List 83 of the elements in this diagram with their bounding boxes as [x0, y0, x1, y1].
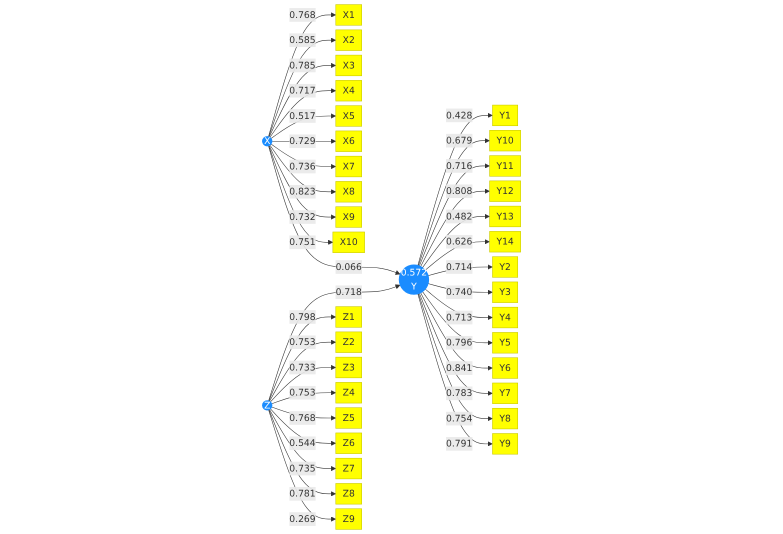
edge-label: 0.713 — [446, 312, 472, 323]
arrow — [418, 138, 490, 266]
edge-label: 0.740 — [446, 286, 472, 298]
edge-label: 0.841 — [446, 362, 472, 374]
arrow — [420, 188, 490, 267]
arrow — [418, 293, 493, 422]
node-box: Y9 — [492, 433, 518, 454]
edge-label: 0.781 — [289, 488, 316, 499]
edge-label: 0.679 — [446, 134, 472, 146]
node-box: Y7 — [492, 382, 518, 404]
node-box: Y8 — [492, 408, 518, 430]
edge-label: 0.269 — [289, 513, 316, 524]
node-box: X7 — [335, 156, 362, 178]
edge-label: 0.768 — [289, 9, 316, 20]
edge-label: 0.796 — [446, 337, 472, 348]
edge-label: 0.626 — [446, 236, 472, 247]
arrow — [270, 408, 336, 446]
node-box: X1 — [335, 4, 362, 26]
arrow — [269, 409, 336, 472]
edge-label: 0.808 — [446, 185, 472, 196]
edge-label: 0.717 — [289, 84, 316, 96]
edge-label: 0.735 — [289, 462, 316, 474]
node-box: Z1 — [335, 306, 362, 328]
arrow — [422, 291, 493, 346]
node-box: Z4 — [335, 382, 362, 404]
node-box: Z3 — [335, 356, 362, 378]
node-box: Y6 — [492, 357, 518, 379]
arrow — [270, 364, 336, 402]
edge-label: 0.823 — [289, 186, 316, 197]
node-box: Z2 — [335, 332, 362, 353]
node-box: Z8 — [335, 483, 362, 504]
node-box: Z9 — [335, 508, 362, 530]
node-box: X4 — [335, 80, 362, 102]
edge-label: 0.753 — [289, 387, 316, 398]
edge-label: 0.768 — [289, 412, 316, 424]
node-box: Y5 — [492, 332, 518, 354]
node-box: Z6 — [335, 432, 362, 454]
node-box: Y13 — [489, 206, 521, 228]
edge-label: 0.736 — [289, 160, 316, 172]
edge-label: 0.544 — [289, 438, 316, 448]
edge-label: 0.716 — [446, 160, 472, 172]
node-box: X9 — [335, 206, 362, 228]
edge-label: 0.783 — [446, 388, 472, 398]
edge-label: 0.729 — [289, 136, 316, 146]
edge-label: 0.754 — [446, 412, 472, 424]
node-box: Y11 — [489, 155, 521, 177]
node-box: Y12 — [489, 180, 521, 202]
node-box: Z5 — [335, 407, 362, 429]
edge-label: 0.482 — [446, 210, 472, 222]
node-box: Y1 — [492, 104, 518, 126]
node-circle: Z — [262, 400, 272, 411]
node-box: X8 — [335, 181, 362, 202]
arrow — [422, 214, 490, 268]
node-box: X2 — [335, 30, 362, 51]
arrow — [420, 292, 493, 371]
edge-label: 0.732 — [289, 211, 316, 222]
edge-label: 0.753 — [289, 336, 316, 348]
node-box: Y4 — [492, 306, 518, 328]
node-circle: 0.572 Y — [398, 264, 430, 295]
node-box: Y14 — [489, 231, 521, 252]
edge-label: 0.733 — [289, 362, 316, 373]
edge-label: 0.785 — [289, 60, 316, 71]
node-box: X5 — [335, 105, 362, 127]
edge-label: 0.791 — [446, 438, 472, 450]
arrow — [269, 340, 336, 402]
edge-label: 0.751 — [289, 236, 316, 248]
node-circle: X — [262, 136, 272, 146]
edge-label: 0.798 — [289, 311, 316, 322]
edge-label: 0.585 — [289, 34, 316, 46]
node-box: Y3 — [492, 282, 518, 303]
node-box: Y2 — [492, 256, 518, 278]
node-box: X10 — [332, 232, 365, 253]
edge-label: 0.066 — [336, 261, 362, 272]
arrow — [268, 284, 400, 402]
node-box: Z7 — [335, 458, 362, 480]
node-box: Y10 — [489, 130, 521, 152]
node-box: X6 — [335, 130, 362, 152]
edge-label: 0.517 — [289, 110, 316, 122]
edge-label: 0.718 — [336, 286, 362, 298]
node-box: X3 — [335, 54, 362, 76]
arrow — [268, 146, 400, 275]
edge-label: 0.428 — [446, 110, 472, 121]
edge-label: 0.714 — [446, 261, 472, 272]
